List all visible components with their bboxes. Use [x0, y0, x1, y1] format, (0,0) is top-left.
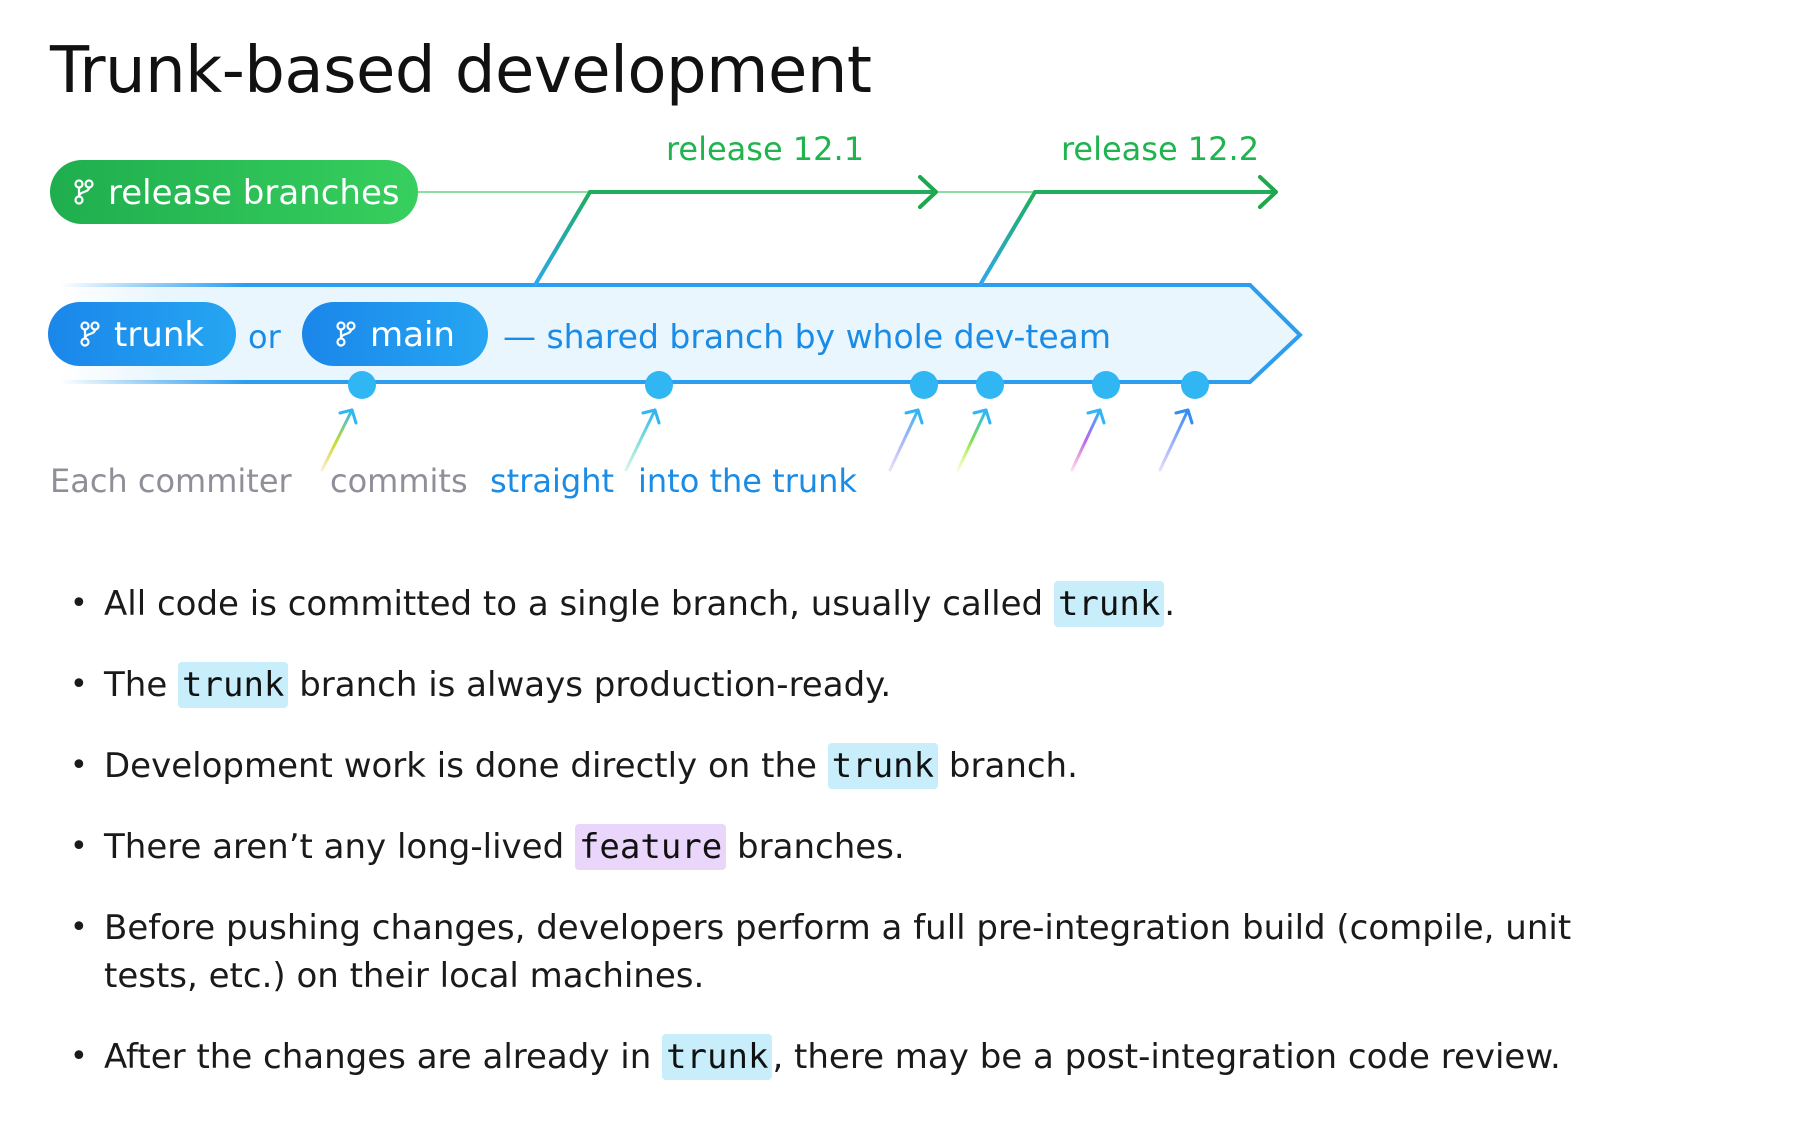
code-trunk: trunk	[178, 662, 289, 708]
bullet-item: There aren’t any long-lived feature bran…	[70, 823, 1664, 871]
git-branch-icon	[336, 321, 356, 347]
arrowhead-12-1	[918, 175, 938, 209]
bullet-item: Development work is done directly on the…	[70, 742, 1664, 790]
or-text: or	[248, 318, 282, 356]
caption-part-3: straight	[490, 462, 614, 500]
trunk-diagram: release 12.1 release 12.2 release branch…	[48, 130, 1303, 500]
commit-dot	[348, 371, 376, 399]
main-label: main	[370, 315, 455, 355]
trunk-band-outline	[60, 283, 1303, 384]
bullet-list: All code is committed to a single branch…	[70, 580, 1664, 1114]
release-branches-pill[interactable]: release branches	[50, 160, 418, 224]
commit-arrow	[624, 408, 661, 472]
git-branch-icon	[80, 321, 100, 347]
commit-arrow	[1158, 408, 1194, 472]
bullet-item: The trunk branch is always production-re…	[70, 661, 1664, 709]
code-trunk: trunk	[1053, 581, 1165, 627]
release-12-1-label: release 12.1	[666, 130, 864, 168]
release-branch-12-1	[533, 190, 935, 287]
release-branches-label: release branches	[108, 173, 400, 213]
commit-arrow	[888, 408, 924, 472]
code-feature: feature	[574, 824, 727, 870]
commit-arrow	[1070, 408, 1106, 472]
bullet-item: Before pushing changes, developers perfo…	[70, 904, 1664, 1000]
commit-dot	[645, 371, 673, 399]
release-12-2-label: release 12.2	[1061, 130, 1259, 168]
code-trunk: trunk	[827, 743, 939, 789]
commit-arrow	[956, 408, 992, 472]
bullet-item: All code is committed to a single branch…	[70, 580, 1664, 628]
page-title: Trunk-based development	[50, 34, 872, 108]
main-pill[interactable]: main	[302, 302, 488, 366]
arrowhead-12-2	[1258, 175, 1278, 209]
caption-part-1: Each commiter	[50, 462, 293, 500]
bullet-item: After the changes are already in trunk, …	[70, 1033, 1664, 1081]
release-branch-12-2	[978, 190, 1275, 287]
commit-dot	[1092, 371, 1120, 399]
caption-part-2: commits	[330, 462, 468, 500]
commit-arrow	[320, 408, 358, 472]
code-trunk: trunk	[662, 1034, 773, 1080]
commit-dot	[910, 371, 938, 399]
caption: Each commiter commits straight into the …	[50, 462, 857, 500]
commit-dot	[976, 371, 1004, 399]
caption-part-4: into the trunk	[638, 462, 857, 500]
trunk-label: trunk	[114, 315, 204, 355]
commit-dot	[1181, 371, 1209, 399]
git-branch-icon	[74, 179, 94, 205]
trunk-pill[interactable]: trunk	[48, 302, 236, 366]
shared-branch-text: — shared branch by whole dev-team	[503, 317, 1111, 356]
